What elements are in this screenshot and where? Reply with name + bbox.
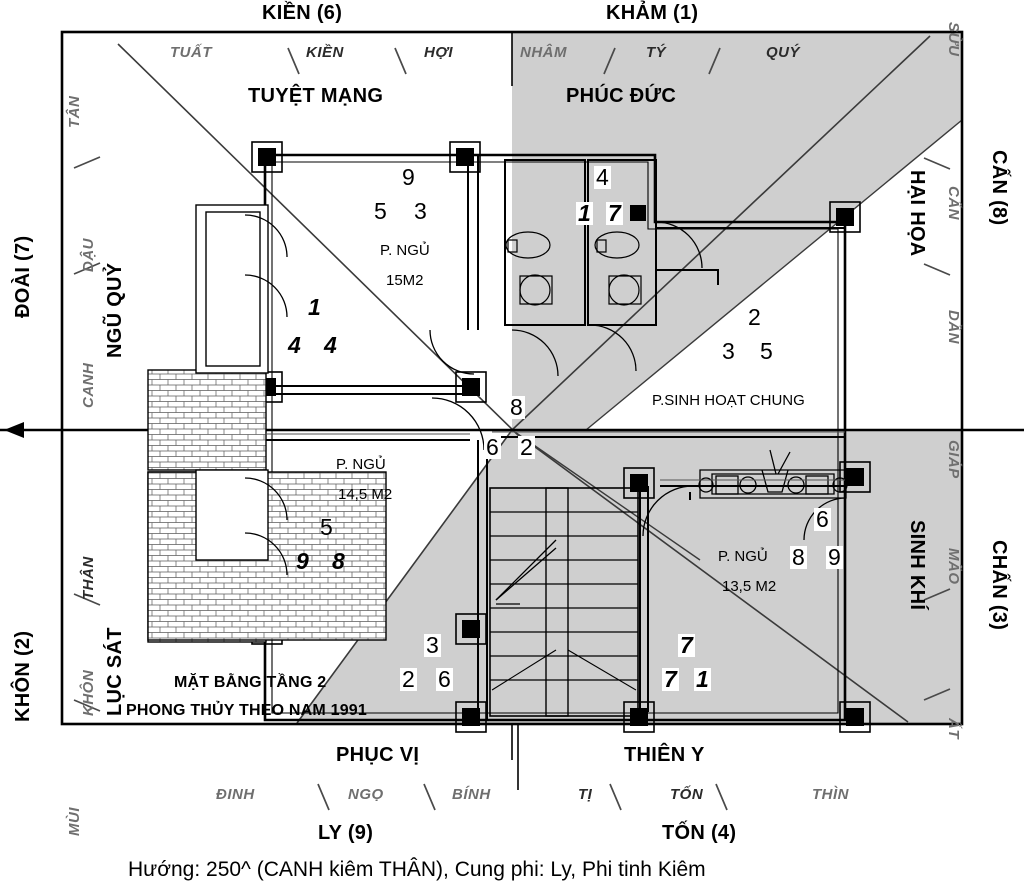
star-mountain-nw: 1	[308, 294, 321, 320]
room-area-bedroom-15: 15M2	[386, 272, 424, 289]
floor-edges	[265, 431, 845, 481]
star-water-nw: 4	[288, 332, 301, 358]
star-water-w: 9	[296, 548, 309, 574]
star-base-n: 3	[414, 198, 427, 224]
star-water-sw: 2	[400, 666, 417, 692]
star-base-sw: 6	[436, 666, 453, 692]
star-mountain-e: 2	[748, 304, 761, 330]
star-water-center: 6	[484, 434, 501, 460]
trigram-khon-2: KHÔN (2)	[12, 630, 34, 722]
trigram-ton-4: TỐN (4)	[662, 822, 737, 844]
room-name-living: P.SINH HOẠT CHUNG	[652, 392, 805, 409]
omen-phuc-vi: PHỤC VỊ	[336, 744, 420, 766]
mountain-kien: KIỀN	[306, 44, 344, 61]
page-caption: Hướng: 250^ (CANH kiêm THÂN), Cung phi: …	[128, 858, 706, 881]
staircase	[489, 487, 639, 717]
mountain-mao: MÃO	[945, 548, 962, 585]
star-base-ne: 7	[606, 200, 623, 226]
star-mountain-ne: 4	[594, 164, 611, 190]
mountain-dau: DẬU	[80, 238, 97, 272]
mountain-dinh: ĐINH	[216, 786, 255, 803]
mountain-binh: BÍNH	[452, 786, 491, 803]
mountain-than: THÂN	[80, 556, 97, 600]
trigram-ly-9: LY (9)	[318, 822, 374, 844]
star-water-ne: 1	[576, 200, 593, 226]
trigram-kien-6: KIỀN (6)	[262, 2, 343, 24]
star-water-se: 8	[790, 544, 807, 570]
mountain-ty: TÝ	[646, 44, 667, 61]
mountain-can: CẤN	[945, 186, 962, 220]
titleblock-line1: MẶT BẰNG TẦNG 2	[174, 674, 327, 691]
mountain-mui: MÙI	[66, 807, 83, 836]
mountain-thin: THÌN	[812, 786, 849, 803]
mountain-hoi: HỢI	[424, 44, 454, 61]
star-water-e: 3	[722, 338, 735, 364]
mountain-at: ẤT	[945, 718, 962, 739]
star-water-n: 5	[374, 198, 387, 224]
bathroom-fixtures	[505, 231, 642, 306]
star-mountain-s: 7	[678, 632, 695, 658]
room-name-bedroom-145: P. NGỦ	[336, 456, 386, 473]
star-mountain-sw: 3	[424, 632, 441, 658]
star-base-nw: 4	[324, 332, 337, 358]
trigram-can-8: CẤN (8)	[988, 150, 1010, 226]
trigram-doai-7: ĐOÀI (7)	[12, 235, 34, 318]
star-mountain-se: 6	[814, 506, 831, 532]
star-base-e: 5	[760, 338, 773, 364]
room-area-bedroom-145: 14,5 M2	[338, 486, 393, 503]
bagua-sector-shading	[296, 32, 962, 724]
star-base-center: 2	[518, 434, 535, 460]
mountain-dan: DẦN	[945, 310, 962, 344]
furniture-sofa	[698, 449, 848, 499]
trigram-kham-1: KHẢM (1)	[606, 2, 699, 24]
mountain-ti: TỊ	[578, 786, 593, 803]
omen-phuc-duc: PHÚC ĐỨC	[566, 85, 677, 107]
mountain-giap: GIÁP	[945, 440, 962, 479]
mountain-ngo: NGỌ	[348, 786, 384, 803]
star-base-s: 1	[694, 666, 711, 692]
omen-luc-sat: LỤC SÁT	[104, 627, 126, 716]
star-mountain-w: 5	[320, 514, 333, 540]
mountain-tan: TÂN	[66, 95, 83, 128]
sector-diagonals	[117, 35, 931, 724]
star-mountain-center: 8	[508, 394, 525, 420]
sector-diagonals-2	[511, 119, 963, 561]
star-water-s: 7	[662, 666, 679, 692]
mountain-ticks	[73, 47, 951, 811]
omen-ngu-quy: NGŨ QUỶ	[104, 262, 126, 358]
mountain-canh: CANH	[80, 362, 97, 408]
room-name-bedroom-15: P. NGỦ	[380, 242, 430, 259]
star-base-se: 9	[826, 544, 843, 570]
west-windows	[195, 204, 269, 561]
omen-thien-y: THIÊN Y	[624, 744, 705, 766]
mountain-khon: KHÔN	[80, 669, 97, 716]
mountain-suu: SỬU	[945, 22, 962, 57]
omen-tuyet-mang: TUYỆT MẠNG	[248, 85, 384, 107]
mountain-ton: TỐN	[670, 786, 704, 803]
room-name-bedroom-135: P. NGỦ	[718, 548, 768, 565]
omen-sinh-khi: SINH KHÍ	[906, 520, 928, 611]
omen-hai-hoa: HẠI HỌA	[906, 170, 928, 257]
star-mountain-n: 9	[402, 164, 415, 190]
mountain-quy: QUÝ	[766, 44, 801, 61]
star-base-w: 8	[332, 548, 345, 574]
room-area-bedroom-135: 13,5 M2	[722, 578, 777, 595]
sector-separators	[511, 32, 519, 790]
mountain-tuat: TUẤT	[170, 44, 212, 61]
mountain-nham: NHÂM	[520, 44, 567, 61]
interior-partitions	[265, 155, 845, 720]
titleblock-line2: PHONG THỦY THEO NAM 1991	[126, 702, 367, 719]
trigram-chan-3: CHẤN (3)	[988, 540, 1010, 631]
